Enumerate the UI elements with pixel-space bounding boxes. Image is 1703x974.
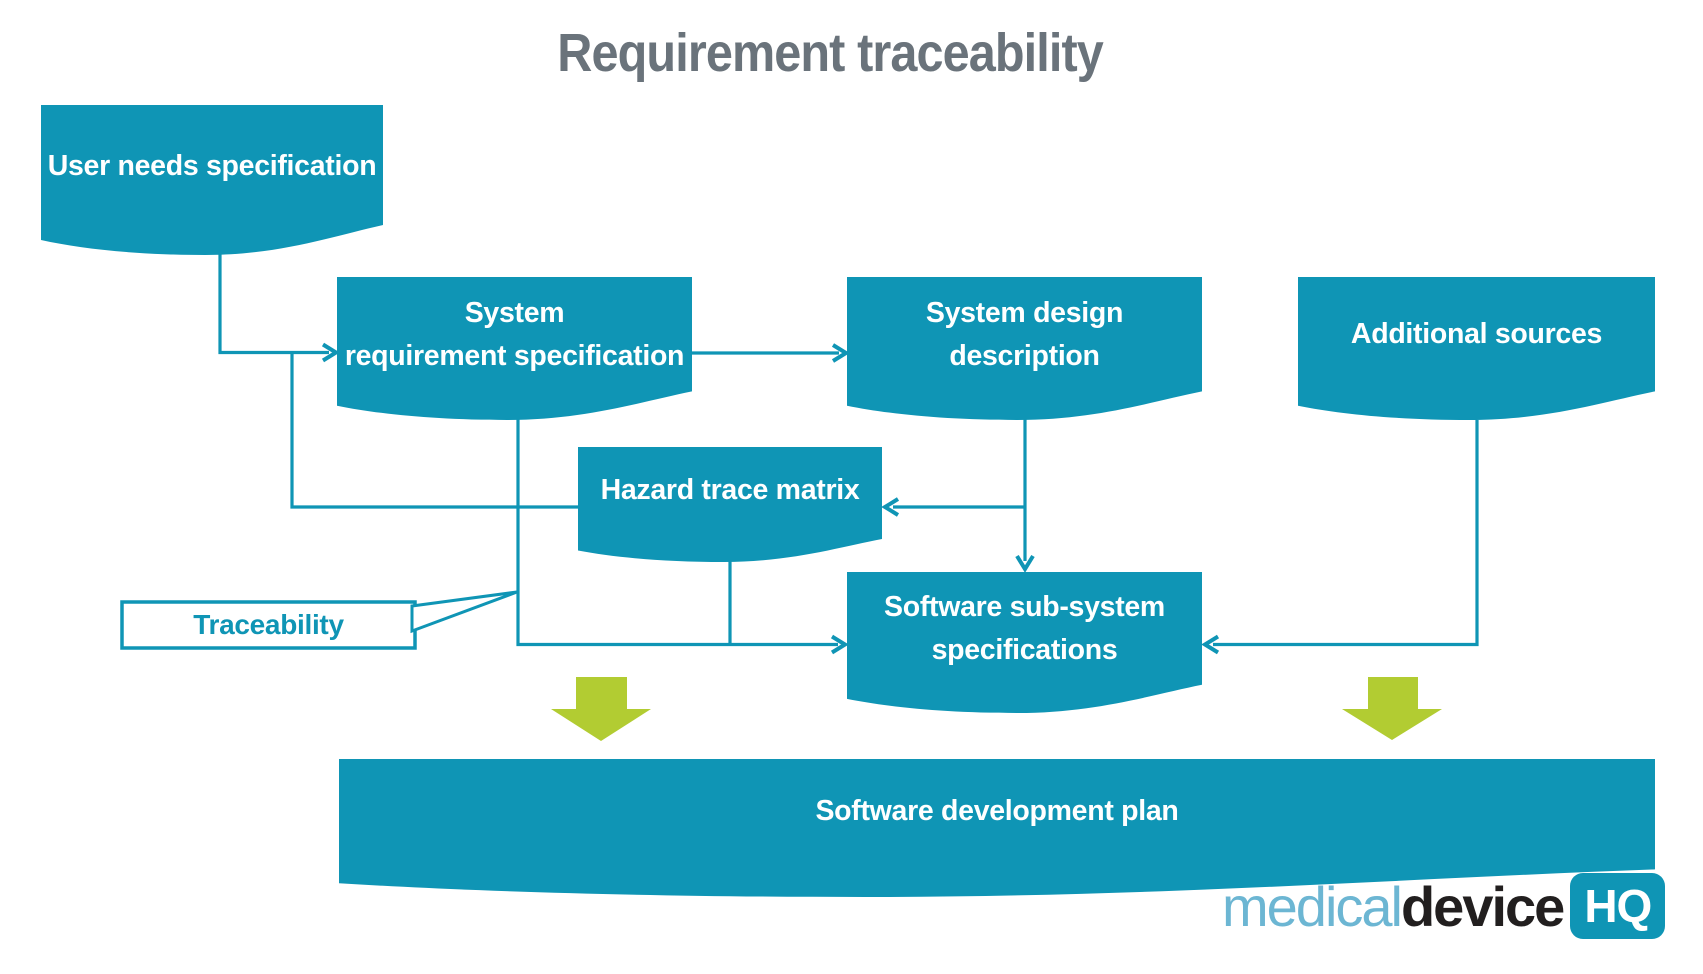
wave-shape — [847, 277, 1202, 420]
node-system-requirement-text-line2: requirement specification — [344, 339, 685, 372]
connector-system-design-to-subsystem — [1015, 412, 1035, 573]
callout-tail — [410, 590, 518, 634]
connector-system-design-to-hazard — [881, 497, 1025, 517]
node-user-needs: User needs specification — [41, 105, 383, 255]
node-system-design-text-line1: System design — [925, 296, 1124, 329]
down-arrow-icon — [551, 677, 651, 741]
node-label: Software sub-system specifications — [847, 572, 1202, 713]
node-label: Hazard trace matrix — [578, 447, 882, 562]
down-arrow-icon — [1342, 677, 1442, 740]
logo-hq-badge: HQ — [1570, 873, 1666, 939]
callout-text: Traceability — [193, 609, 344, 640]
connector-additional-sources-to-subsystem — [1201, 420, 1479, 655]
bottom-bar: Software development plan — [339, 759, 1655, 897]
connector-user-needs-to-system-requirement — [218, 248, 340, 363]
node-subsystem-text-line1: Software sub-system — [884, 590, 1165, 623]
node-subsystem-text-line2: specifications — [931, 633, 1118, 666]
node-hazard-trace-matrix: Hazard trace matrix — [578, 447, 882, 562]
wave-shape — [337, 277, 692, 420]
callout-label: Traceability — [122, 602, 415, 648]
node-label: System requirement specification — [337, 277, 692, 420]
node-system-design: System design description — [847, 277, 1202, 420]
logo-device: device — [1400, 874, 1565, 938]
bottom-bar-text: Software development plan — [815, 794, 1179, 827]
connector-hazard-to-system-requirement — [290, 352, 578, 509]
node-system-requirement: System requirement specification — [337, 277, 692, 420]
logo-medical: medical — [1222, 874, 1403, 938]
node-hazard-text: Hazard trace matrix — [600, 474, 860, 506]
node-user-needs-text: User needs specification — [47, 149, 377, 182]
node-label: User needs specification — [41, 105, 383, 255]
wave-shape — [339, 759, 1655, 897]
node-label: Additional sources — [1298, 277, 1655, 420]
node-additional-sources-text: Additional sources — [1350, 318, 1603, 350]
connector-system-requirement-to-system-design — [692, 343, 850, 363]
wave-shape — [578, 447, 882, 562]
wave-shape — [41, 105, 383, 255]
node-software-subsystem: Software sub-system specifications — [847, 572, 1202, 713]
node-label: System design description — [847, 277, 1202, 420]
node-system-requirement-text-line1: System — [464, 296, 565, 329]
wave-shape — [847, 572, 1202, 713]
node-system-design-text-line2: description — [949, 339, 1100, 372]
page-title-text: Requirement traceability — [557, 23, 1103, 83]
bottom-bar-label: Software development plan — [339, 759, 1655, 897]
node-additional-sources: Additional sources — [1298, 277, 1655, 420]
callout-box — [120, 590, 518, 650]
wave-shape — [1298, 277, 1655, 420]
page-title: Requirement traceability — [0, 22, 1660, 84]
logo-hq-text: HQ — [1584, 880, 1652, 932]
